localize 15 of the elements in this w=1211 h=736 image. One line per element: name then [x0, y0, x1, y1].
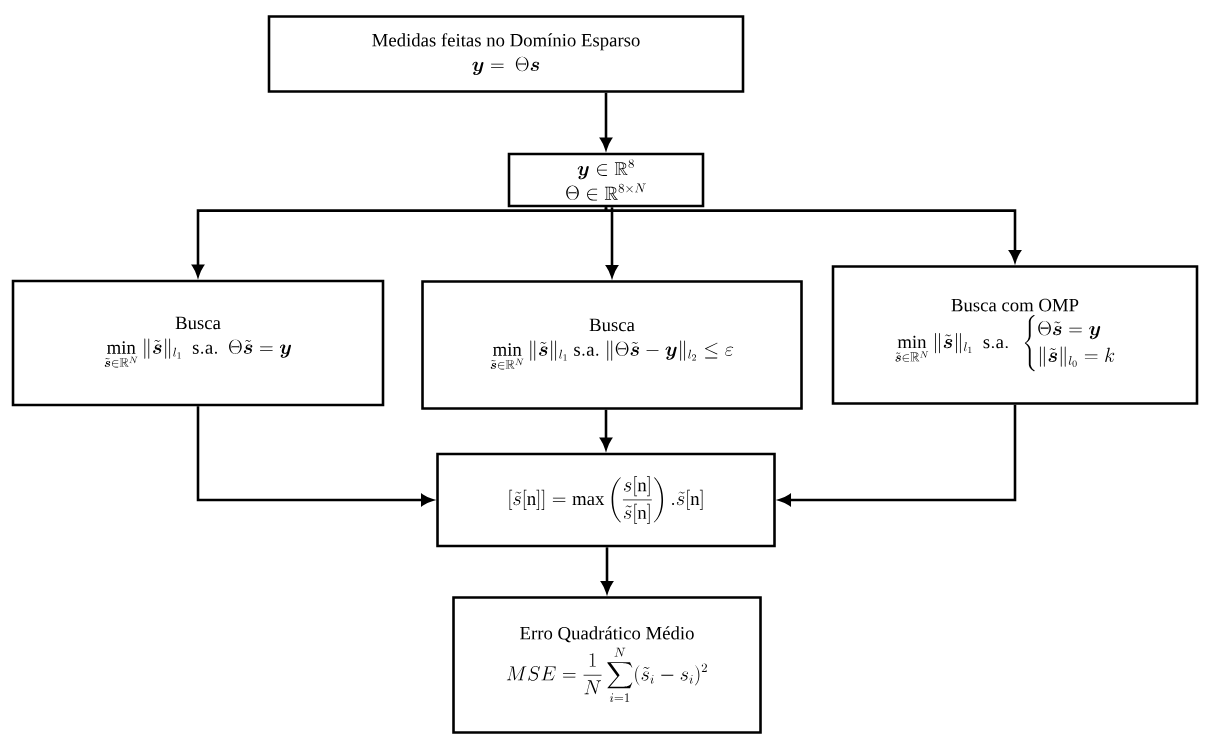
process-box: Erro Quadrático Médio $MSE = \frac{1}{N}\sum_{i=1}^{N}(\tilde{s}_i - s_i)^2$	[452, 596, 762, 734]
arrow	[778, 404, 1017, 506]
arrow	[192, 206, 608, 277]
arrow	[600, 409, 612, 450]
arrow	[600, 92, 612, 150]
arrow	[606, 207, 618, 278]
process-box: $\boldsymbol{y} \in \mathbb{R}^{8}$ $\Theta \in \mathbb{R}^{8\times N}$	[507, 152, 705, 208]
arrow	[604, 206, 1021, 263]
process-box: Medidas feitas no Domínio Esparso $\boldsymbol{y} =\ \Theta\boldsymbol{s}$	[267, 15, 745, 93]
arrow	[196, 406, 434, 506]
process-box: $[\tilde{s}[\mathrm{n}]] = \max\left(\frac{s[\mathrm{n}]}{\tilde{s}[\mathrm{n}]}\right).\tilde{s}[\mathrm{n}]$	[436, 452, 776, 548]
process-box: Busca com OMP $\min\limits_{\tilde{\boldsymbol{s}} \in \mathbb{R}^N} \|\tilde{\boldsymbol{s}}\|_{l_1}\ \ \mathrm{s.a.}\ \ \begin{cases} \Theta\tilde{\boldsymbol{s}} = \boldsymbol{y} \\ \|\tilde{\boldsymbol{s}}\|_{l_0} = k \end{cases}$	[831, 265, 1199, 405]
process-box: Busca $\min\limits_{\tilde{\boldsymbol{s}} \in \mathbb{R}^N} \|\tilde{\boldsymbol{s}}\|_{l_1}\ \ \mathrm{s.a.}\ \ \Theta\tilde{\boldsymbol{s}} = \boldsymbol{y}$	[11, 279, 385, 407]
arrow	[601, 547, 613, 594]
process-box: Busca $\min\limits_{\tilde{\boldsymbol{s}} \in \mathbb{R}^N} \|\tilde{\boldsymbol{s}}\|_{l_1}\ \mathrm{s.a.}\ \|\Theta\tilde{\boldsymbol{s}} - \boldsymbol{y}\|_{l_2} \leq \varepsilon$	[421, 280, 803, 410]
